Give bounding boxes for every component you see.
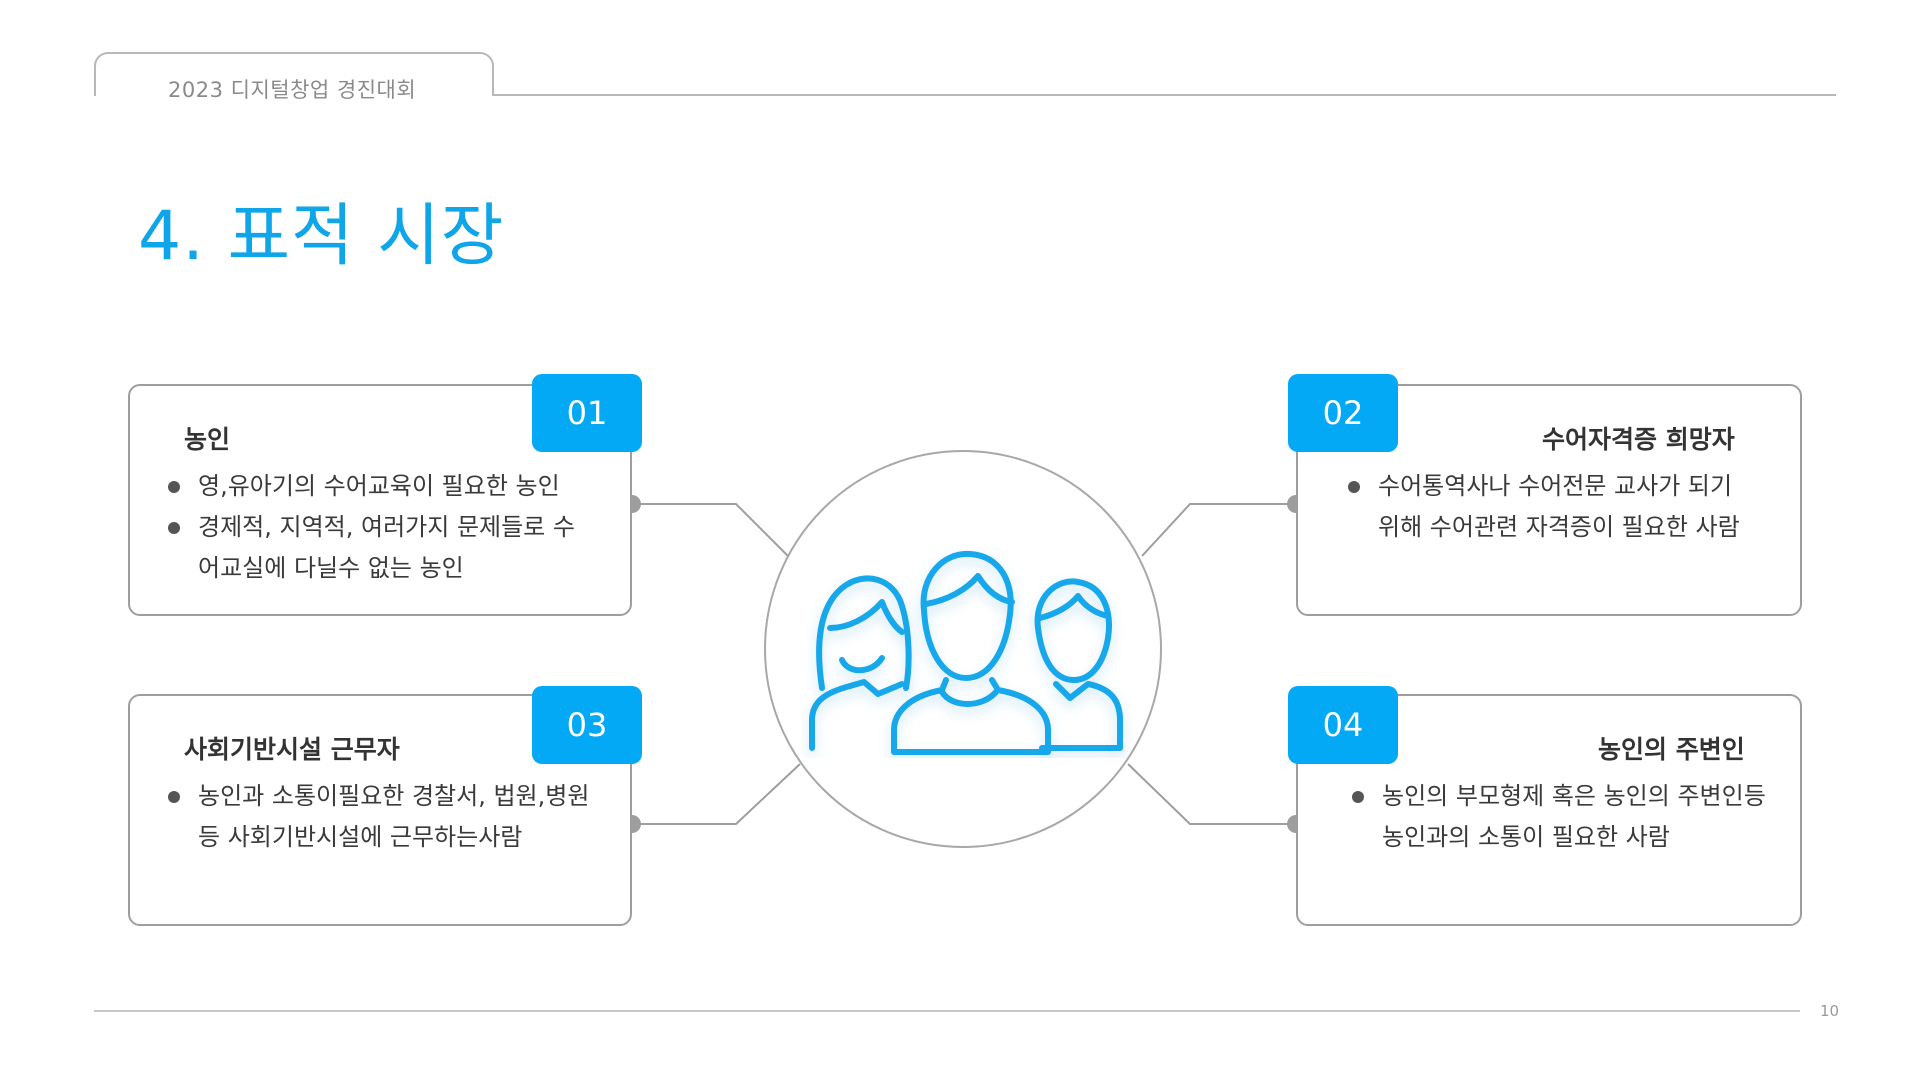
bullet-item: 영,유아기의 수어교육이 필요한 농인 bbox=[168, 466, 588, 507]
card-number-badge: 03 bbox=[532, 686, 642, 764]
bullet-item: 수어통역사나 수어전문 교사가 되기 위해 수어관련 자격증이 필요한 사람 bbox=[1348, 466, 1758, 548]
target-card-acquaintances bbox=[1296, 694, 1802, 926]
page-title: 4. 표적 시장 bbox=[138, 197, 505, 276]
header-tab bbox=[94, 52, 494, 96]
card-number-badge: 04 bbox=[1288, 686, 1398, 764]
target-card-infrastructure-workers bbox=[128, 694, 632, 926]
card-number-badge: 02 bbox=[1288, 374, 1398, 452]
bullet-item: 경제적, 지역적, 여러가지 문제들로 수어교실에 다닐수 없는 농인 bbox=[168, 507, 588, 589]
bullet-list: 농인의 부모형제 혹은 농인의 주변인등 농인과의 소통이 필요한 사람 bbox=[1352, 776, 1772, 858]
bullet-item: 농인의 부모형제 혹은 농인의 주변인등 농인과의 소통이 필요한 사람 bbox=[1352, 776, 1772, 858]
card-title: 농인의 주변인 bbox=[1598, 735, 1745, 764]
people-group-icon bbox=[809, 550, 1123, 755]
bullet-item: 농인과 소통이필요한 경찰서, 법원,병원등 사회기반시설에 근무하는사람 bbox=[168, 776, 598, 858]
card-title: 수어자격증 희망자 bbox=[1542, 425, 1735, 454]
bullet-list: 수어통역사나 수어전문 교사가 되기 위해 수어관련 자격증이 필요한 사람 bbox=[1348, 466, 1758, 548]
card-title: 농인 bbox=[184, 425, 231, 454]
bullet-list: 영,유아기의 수어교육이 필요한 농인 경제적, 지역적, 여러가지 문제들로 … bbox=[168, 466, 588, 589]
page-number: 10 bbox=[1820, 1002, 1840, 1020]
bullet-list: 농인과 소통이필요한 경찰서, 법원,병원등 사회기반시설에 근무하는사람 bbox=[168, 776, 598, 858]
card-title: 사회기반시설 근무자 bbox=[184, 735, 400, 764]
card-number-badge: 01 bbox=[532, 374, 642, 452]
header-title: 2023 디지털창업 경진대회 bbox=[168, 78, 417, 102]
center-circle bbox=[764, 450, 1162, 848]
